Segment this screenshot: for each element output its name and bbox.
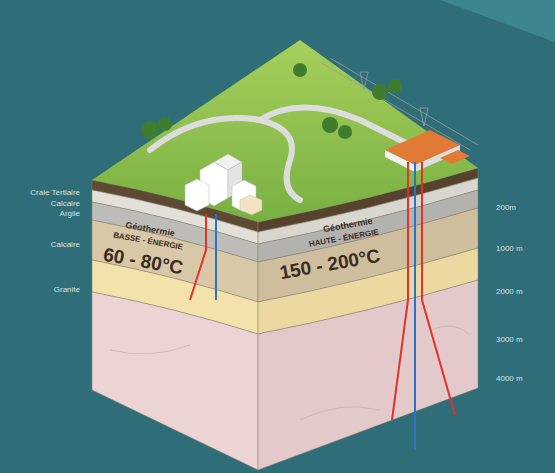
depth-mark: 3000 m	[496, 336, 523, 345]
left-face	[92, 180, 258, 470]
layer-name: Calcaire	[51, 200, 80, 209]
wells	[190, 162, 455, 450]
layer-name: Granite	[54, 286, 80, 295]
apartment-buildings	[185, 154, 262, 215]
ground-surface	[92, 40, 478, 222]
depth-mark: 200m	[496, 204, 516, 213]
trees	[141, 63, 402, 139]
depth-mark: 1000 m	[496, 245, 523, 254]
power-line	[320, 58, 478, 150]
plant-buildings	[385, 130, 470, 172]
depth-mark: 4000 m	[496, 375, 523, 384]
layer-name: Argile	[60, 210, 80, 219]
corner-fold	[440, 0, 555, 42]
depth-mark: 2000 m	[496, 288, 523, 297]
layer-name: Craie Tertiaire	[30, 189, 80, 198]
layer-name: Calcaire	[51, 241, 80, 250]
